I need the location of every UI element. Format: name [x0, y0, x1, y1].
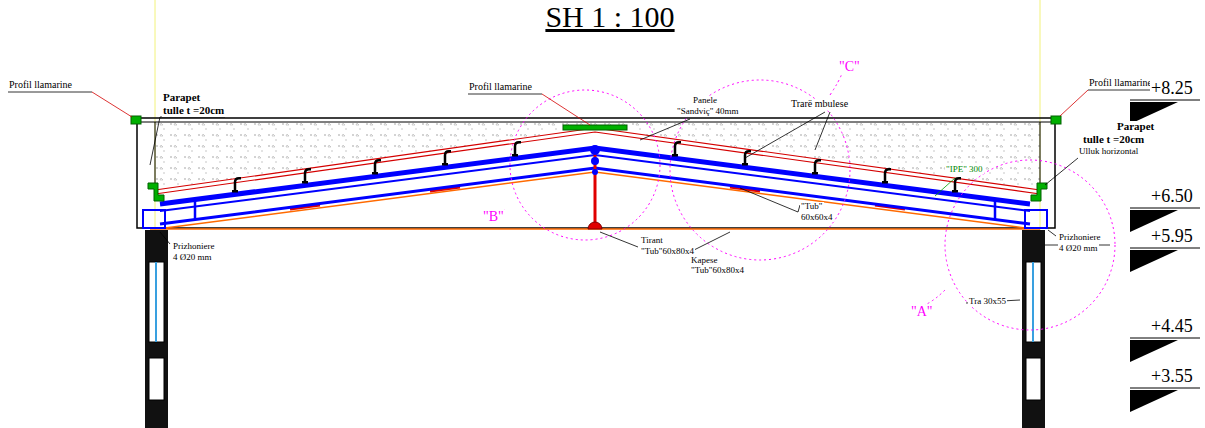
gutter — [148, 183, 164, 201]
part-label: tulle t =20cm — [162, 105, 225, 117]
post — [994, 200, 997, 220]
part-label: Kapese — [690, 256, 719, 265]
part-label: "Tub"60x80x4 — [690, 266, 745, 275]
part-label: Profil llamarine — [1088, 78, 1153, 89]
parapet-line — [137, 122, 1055, 123]
part-label: "Tub"60x80x4 — [640, 247, 695, 256]
ridge-node — [592, 169, 598, 175]
column-head — [143, 210, 165, 228]
sheet-profile — [131, 116, 141, 124]
part-label: 60x60x4 — [800, 213, 834, 222]
sandwich-panel — [155, 132, 1040, 194]
part-label: "IPE" 300 — [945, 165, 984, 174]
parapet-outline — [137, 118, 1055, 228]
part-label: Tra 30x55 — [968, 297, 1007, 306]
part-label: Trarë mbulese — [790, 99, 849, 110]
part-label: 4 Ø20 mm — [172, 253, 213, 262]
post — [194, 200, 197, 220]
elevation-label: +4.45 — [1150, 317, 1194, 336]
purlin-symbol — [672, 142, 681, 155]
elevation-label: +8.25 — [1150, 79, 1194, 98]
part-label: "Tub" — [800, 202, 824, 211]
part-label: tulle t =20cm — [1082, 134, 1145, 146]
sheet-profile — [1051, 116, 1061, 124]
elevation-label: +5.95 — [1150, 227, 1194, 246]
part-label: Prizhoniere — [1058, 233, 1101, 242]
part-label: "Sandviç" 40mm — [676, 107, 740, 116]
detail-callout — [493, 73, 1115, 330]
purlin-symbol — [372, 160, 381, 173]
ridge-node — [591, 157, 599, 165]
ridge-profile — [563, 125, 627, 130]
sandwich-panel — [155, 128, 1040, 190]
callout-letter: "C" — [838, 60, 861, 75]
elevation-label: +6.50 — [1150, 187, 1194, 206]
gutter — [1031, 183, 1047, 201]
column — [145, 230, 168, 428]
ridge-node — [590, 145, 600, 155]
hanger-clamp — [588, 222, 602, 229]
callout-letter: "B" — [482, 210, 505, 225]
purlin-symbol — [302, 169, 311, 182]
part-label: Parapet — [1116, 121, 1155, 133]
elevation-label: +3.55 — [1150, 367, 1194, 386]
part-label: Prizhoniere — [172, 242, 215, 251]
callout-letter: "A" — [910, 305, 934, 320]
purlin-symbol — [952, 178, 961, 191]
part-label: Parapet — [162, 92, 201, 104]
leader-lines — [8, 90, 1160, 303]
part-label: Ulluk horizontal — [1078, 147, 1139, 156]
elevation-marks — [1130, 100, 1200, 412]
part-label: Profil llamarine — [468, 82, 533, 93]
purlin-symbol — [512, 142, 521, 155]
purlin-symbol — [812, 160, 821, 173]
part-label: Profil llamarine — [8, 80, 73, 91]
part-label: Panele — [692, 96, 718, 105]
purlin-symbol — [742, 151, 751, 164]
purlin-symbol — [442, 151, 451, 164]
purlin-symbol — [232, 178, 241, 191]
part-label: Tirant — [640, 236, 664, 245]
part-label: 4 Ø20 mm — [1058, 244, 1099, 253]
purlin-symbol — [882, 169, 891, 182]
column-head — [1025, 210, 1047, 228]
drawing-title: SH 1 : 100 — [545, 2, 674, 32]
